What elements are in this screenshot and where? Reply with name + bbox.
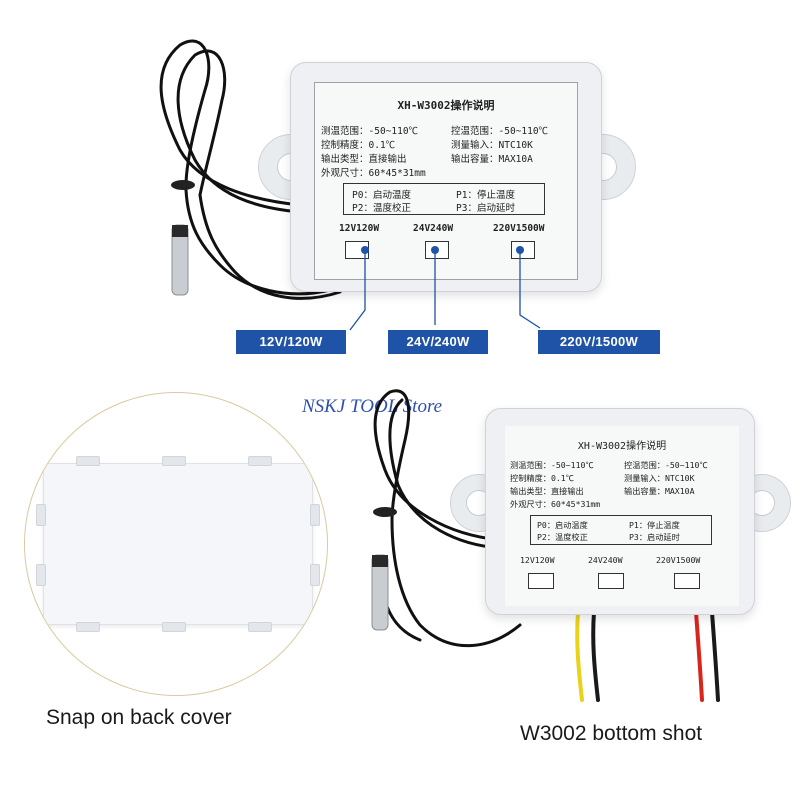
spec-precision: 控制精度：0.1℃ (510, 473, 574, 483)
controller-module-top: XH-W3002操作说明 测温范围：-50~110℃ 控温范围：-50~110℃… (258, 62, 636, 292)
caption-back-cover: Snap on back cover (46, 706, 232, 729)
spec-output-type: 输出类型：直接输出 (510, 486, 584, 496)
snap-tab (162, 456, 186, 466)
spec-output-capacity: 输出容量：MAX10A (624, 486, 695, 496)
button-24v-240w[interactable] (598, 573, 624, 589)
spec-precision: 控制精度：0.1℃ (321, 140, 396, 151)
spec-control-range: 控温范围：-50~110℃ (451, 126, 549, 137)
button-caption-12v: 12V120W (520, 555, 555, 565)
spec-control-range: 控温范围：-50~110℃ (624, 460, 708, 470)
button-caption-12v: 12V120W (339, 223, 380, 234)
param-p2: P2：温度校正 (352, 203, 411, 214)
snap-tab (248, 456, 272, 466)
param-p3: P3：启动延时 (456, 203, 515, 214)
spec-input: 测量输入：NTC10K (624, 473, 695, 483)
param-p0: P0：启动温度 (352, 190, 411, 201)
button-caption-220v: 220V1500W (656, 555, 701, 565)
button-12v-120w[interactable] (528, 573, 554, 589)
button-220v-1500w[interactable] (674, 573, 700, 589)
spec-measure-range: 测温范围：-50~110℃ (510, 460, 594, 470)
parameter-box: P0：启动温度 P1：停止温度 P2：温度校正 P3：启动延时 (530, 515, 712, 545)
spec-dimensions: 外观尺寸：60*45*31mm (321, 168, 426, 179)
snap-tab (36, 504, 46, 526)
param-p1: P1：停止温度 (456, 190, 515, 201)
param-p1: P1：停止温度 (629, 520, 680, 530)
button-caption-24v: 24V240W (588, 555, 623, 565)
param-p2: P2：温度校正 (537, 532, 588, 542)
spec-output-type: 输出类型：直接输出 (321, 154, 407, 165)
back-cover-plate (36, 456, 320, 632)
spec-output-capacity: 输出容量：MAX10A (451, 154, 533, 165)
snap-tab (162, 622, 186, 632)
label-title: XH-W3002操作说明 (577, 441, 667, 452)
tag-24v-240w: 24V/240W (388, 330, 488, 354)
param-p0: P0：启动温度 (537, 520, 588, 530)
parameter-box: P0：启动温度 P1：停止温度 P2：温度校正 P3：启动延时 (343, 183, 545, 215)
snap-tab (310, 564, 320, 586)
param-p3: P3：启动延时 (629, 532, 680, 542)
spec-input: 测量输入：NTC10K (451, 140, 533, 151)
tag-220v-1500w: 220V/1500W (538, 330, 660, 354)
mounting-ear-left (450, 474, 508, 532)
caption-bottom-shot: W3002 bottom shot (520, 722, 703, 745)
spec-measure-range: 测温范围：-50~110℃ (321, 126, 419, 137)
back-cover-circle (24, 392, 328, 696)
button-caption-24v: 24V240W (413, 223, 454, 234)
instruction-label: XH-W3002操作说明 测温范围：-50~110℃ 控温范围：-50~110℃… (314, 82, 578, 280)
snap-tab (310, 504, 320, 526)
snap-tab (76, 622, 100, 632)
tag-12v-120w: 12V/120W (236, 330, 346, 354)
label-title: XH-W3002操作说明 (397, 99, 495, 112)
snap-tab (248, 622, 272, 632)
instruction-label: XH-W3002操作说明 测温范围：-50~110℃ 控温范围：-50~110℃… (505, 426, 739, 606)
button-caption-220v: 220V1500W (493, 223, 545, 234)
snap-tab (36, 564, 46, 586)
controller-module-bottom: XH-W3002操作说明 测温范围：-50~110℃ 控温范围：-50~110℃… (450, 408, 791, 615)
spec-dimensions: 外观尺寸：60*45*31mm (510, 499, 601, 509)
snap-tab (76, 456, 100, 466)
